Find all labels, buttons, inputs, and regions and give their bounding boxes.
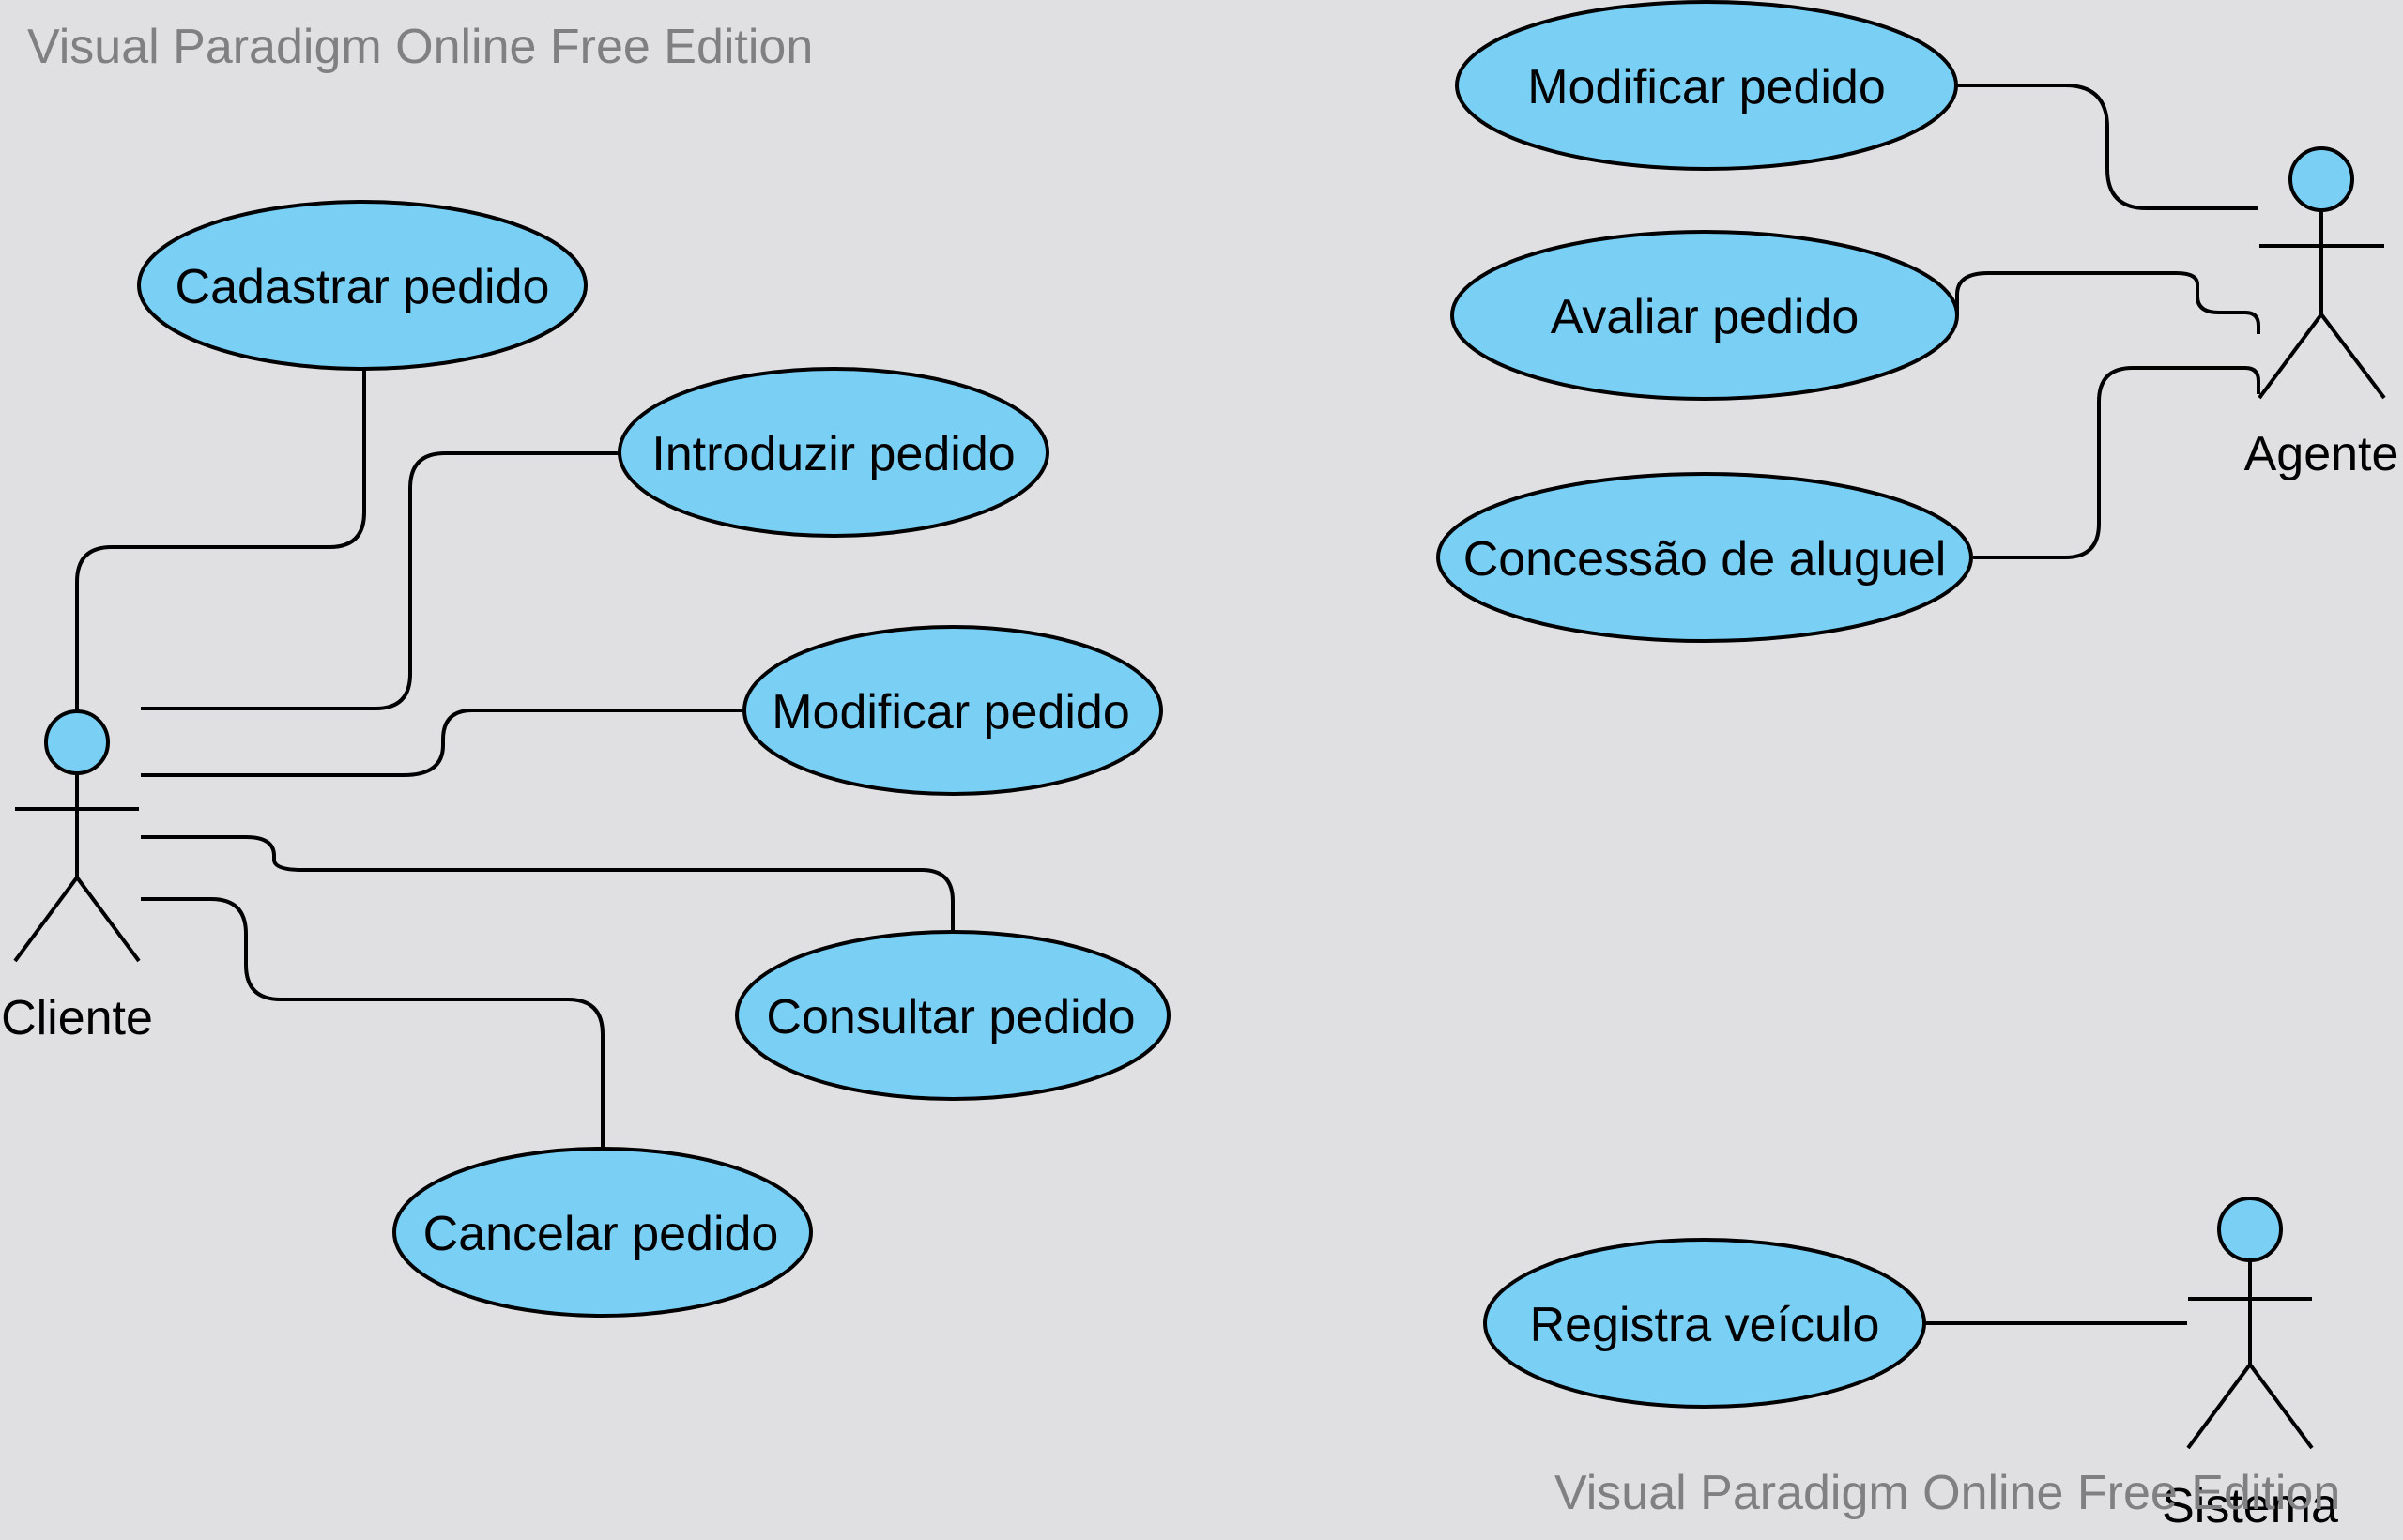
- assoc-cliente-cadastrar[interactable]: [75, 366, 366, 710]
- use-case-modificar-pedido-cliente[interactable]: [742, 625, 1163, 796]
- use-case-introduzir-pedido[interactable]: [618, 367, 1049, 538]
- actor-head-icon: [2217, 1197, 2283, 1262]
- label-cadastrar-pedido: Cadastrar pedido: [176, 260, 550, 314]
- actor-label-agente: Agente: [2244, 427, 2399, 481]
- assoc-cliente-cancelar[interactable]: [141, 897, 605, 1149]
- assoc-agente-modificar[interactable]: [1957, 84, 2258, 210]
- actor-cliente[interactable]: [13, 709, 141, 963]
- label-consultar-pedido: Consultar pedido: [766, 990, 1135, 1044]
- label-modificar-pedido-cliente: Modificar pedido: [772, 685, 1130, 740]
- label-modificar-pedido-agente: Modificar pedido: [1527, 60, 1886, 114]
- assoc-cliente-modificar[interactable]: [141, 709, 745, 777]
- actor-head-icon: [2288, 146, 2354, 212]
- label-registra-veiculo: Registra veículo: [1530, 1298, 1880, 1352]
- assoc-cliente-introduzir[interactable]: [141, 451, 620, 710]
- actor-head-icon: [44, 709, 110, 775]
- assoc-cliente-consultar[interactable]: [141, 835, 955, 932]
- use-case-avaliar-pedido[interactable]: [1450, 230, 1959, 401]
- actor-sistema[interactable]: [2186, 1197, 2314, 1450]
- watermark-bottom: Visual Paradigm Online Free Edition: [1554, 1466, 2341, 1520]
- assoc-agente-concessao[interactable]: [1973, 366, 2260, 559]
- use-case-cadastrar-pedido[interactable]: [137, 200, 588, 371]
- use-case-modificar-pedido-agente[interactable]: [1455, 0, 1958, 171]
- use-case-consultar-pedido[interactable]: [735, 930, 1171, 1101]
- actor-label-cliente: Cliente: [1, 991, 153, 1045]
- use-case-registra-veiculo[interactable]: [1483, 1238, 1926, 1409]
- label-cancelar-pedido: Cancelar pedido: [423, 1207, 779, 1261]
- label-introduzir-pedido: Introduzir pedido: [651, 427, 1015, 481]
- actor-label-sistema: Sistema: [2162, 1479, 2338, 1533]
- use-case-concessao-aluguel[interactable]: [1436, 472, 1973, 643]
- actor-agente[interactable]: [2258, 146, 2386, 400]
- watermark-top: Visual Paradigm Online Free Edition: [27, 20, 814, 74]
- use-case-cancelar-pedido[interactable]: [392, 1147, 813, 1318]
- assoc-agente-avaliar[interactable]: [1955, 271, 2260, 334]
- label-concessao-aluguel: Concessão de aluguel: [1463, 532, 1947, 587]
- label-avaliar-pedido: Avaliar pedido: [1551, 290, 1860, 344]
